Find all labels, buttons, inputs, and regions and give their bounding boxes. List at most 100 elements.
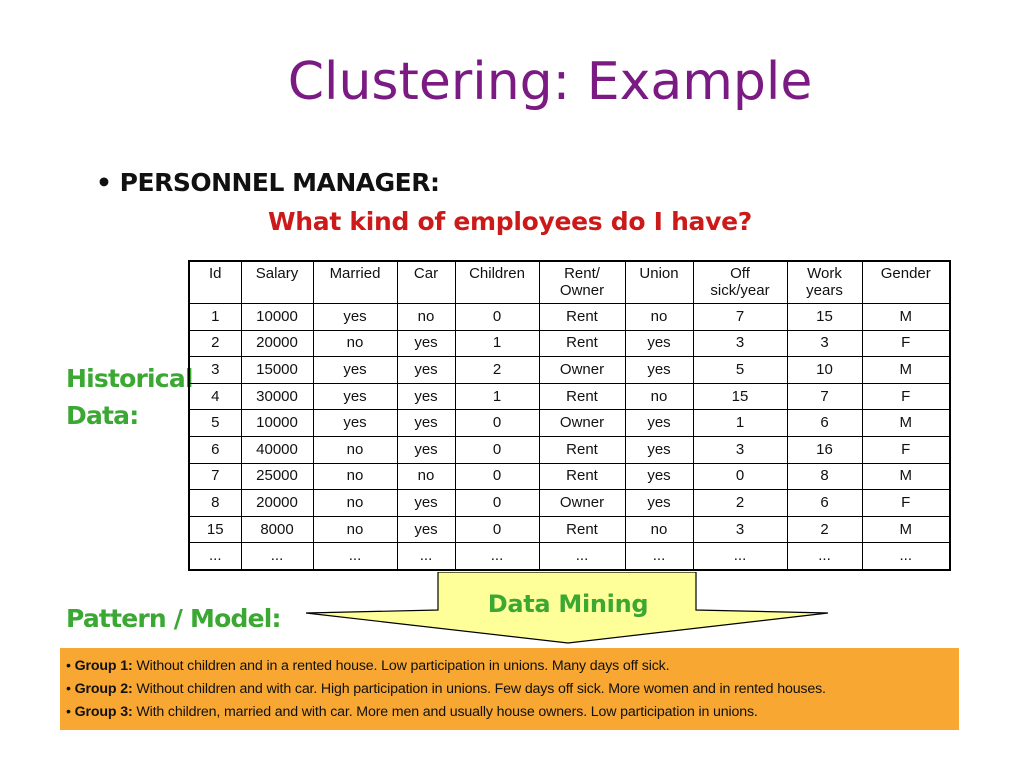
table-cell: F [861, 329, 951, 358]
bullet-glyph: • [66, 681, 75, 697]
table-cell: ... [786, 542, 863, 571]
table-cell: 3 [692, 515, 788, 544]
column-header-line: years [806, 282, 843, 299]
table-cell: ... [396, 542, 456, 571]
column-header-line: Rent/ [564, 265, 600, 282]
table-cell: Owner [538, 409, 626, 437]
table-cell: 2 [692, 489, 788, 517]
historical-data-label: Historical Data: [66, 360, 196, 434]
group-label: Group 2: [74, 681, 133, 697]
column-header: Salary [240, 260, 314, 304]
table-cell: 7 [692, 303, 788, 331]
pattern-model-label: Pattern / Model: [66, 604, 282, 633]
group-label: Group 3: [74, 704, 133, 720]
table-cell: ... [624, 542, 694, 571]
table-cell: 2 [188, 329, 242, 358]
table-cell: no [312, 329, 398, 358]
column-header-line: Work [807, 265, 842, 282]
bullet-glyph: • [66, 704, 75, 720]
table-cell: 0 [454, 409, 540, 437]
column-header-line: Children [469, 265, 525, 282]
bullet-glyph: • [66, 658, 75, 674]
table-row: .............................. [188, 542, 951, 571]
column-header-line: Car [413, 265, 439, 282]
table-cell: yes [396, 409, 456, 437]
table-cell: 1 [454, 382, 540, 411]
table-cell: 6 [188, 435, 242, 464]
table-cell: no [396, 462, 456, 491]
column-header-line: Union [639, 265, 679, 282]
column-header-line: Salary [255, 265, 299, 282]
column-header: Car [396, 260, 456, 304]
bullet-personnel-manager: • PERSONNEL MANAGER: [96, 168, 440, 197]
historical-data-label-line1: Historical [66, 364, 193, 393]
table-cell: yes [312, 409, 398, 437]
table-cell: 10 [786, 356, 863, 384]
table-cell: 0 [454, 303, 540, 331]
table-cell: Rent [538, 435, 626, 464]
table-cell: yes [624, 329, 694, 358]
group-description: Without children and in a rented house. … [132, 658, 670, 674]
column-header-line: sick/year [710, 282, 770, 299]
table-cell: Rent [538, 303, 626, 331]
column-header: Union [624, 260, 694, 304]
group-label: Group 1: [74, 658, 133, 674]
table-cell: Rent [538, 382, 626, 411]
column-header-line: Id [208, 265, 222, 282]
table-cell: yes [396, 356, 456, 384]
table-cell: ... [538, 542, 626, 571]
table-cell: no [312, 515, 398, 544]
table-cell: ... [454, 542, 540, 571]
table-cell: Owner [538, 356, 626, 384]
table-cell: yes [396, 382, 456, 411]
table-cell: no [396, 303, 456, 331]
group-item: • Group 2: Without children and with car… [66, 678, 959, 701]
question-text: What kind of employees do I have? [268, 207, 752, 236]
table-cell: F [861, 382, 951, 411]
table-cell: yes [624, 356, 694, 384]
table-cell: 40000 [240, 435, 314, 464]
table-cell: 6 [786, 489, 863, 517]
table-cell: 3 [786, 329, 863, 358]
table-cell: 0 [454, 515, 540, 544]
column-header: Children [454, 260, 540, 304]
table-cell: 8000 [240, 515, 314, 544]
table-cell: 30000 [240, 382, 314, 411]
table-cell: yes [624, 462, 694, 491]
table-cell: 3 [692, 329, 788, 358]
table-cell: F [861, 435, 951, 464]
table-cell: F [861, 489, 951, 517]
column-header: Rent/Owner [538, 260, 626, 304]
table-cell: no [624, 382, 694, 411]
table-cell: 1 [692, 409, 788, 437]
table-cell: no [624, 515, 694, 544]
table-cell: 6 [786, 409, 863, 437]
column-header-line: Owner [559, 282, 605, 299]
groups-list: • Group 1: Without children and in a ren… [66, 655, 959, 724]
table-cell: 2 [454, 356, 540, 384]
column-header-line: Gender [880, 265, 931, 282]
table-cell: 10000 [240, 303, 314, 331]
group-description: With children, married and with car. Mor… [132, 704, 758, 720]
table-cell: 5 [692, 356, 788, 384]
table-cell: 2 [786, 515, 863, 544]
table-cell: yes [312, 303, 398, 331]
historical-data-label-line2: Data: [66, 401, 139, 430]
column-header: Id [188, 260, 242, 304]
table-cell: yes [624, 489, 694, 517]
table-cell: Rent [538, 462, 626, 491]
table-cell: M [861, 515, 951, 544]
table-cell: 8 [786, 462, 863, 491]
table-cell: M [861, 303, 951, 331]
table-cell: 20000 [240, 329, 314, 358]
arrow-shape [305, 572, 829, 644]
table-cell: 3 [692, 435, 788, 464]
